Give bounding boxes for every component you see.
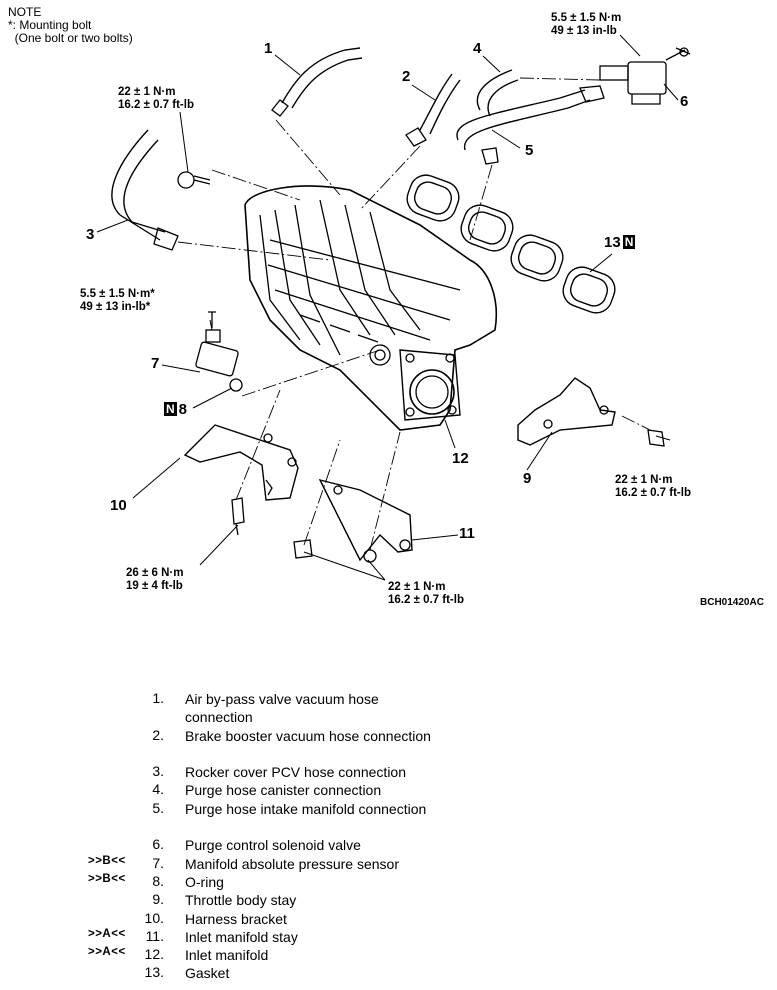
purge-hoses-drawing <box>456 69 605 165</box>
service-ref: >>A<< <box>88 946 126 959</box>
part-number: 10. <box>144 909 164 926</box>
part-name: Throttle body stay <box>185 892 297 909</box>
list-item: 4. Purge hose canister connection <box>0 781 777 799</box>
new-part-badge-8: N <box>164 402 177 416</box>
part-number: 7. <box>152 854 164 871</box>
part-number: 11. <box>145 927 164 944</box>
service-ref: >>A<< <box>88 927 126 940</box>
part-number: 1. <box>152 690 164 706</box>
part-number: 6. <box>152 836 164 853</box>
note-line-1: *: Mounting bolt <box>8 18 92 32</box>
note-line-2: (One bolt or two bolts) <box>8 31 133 45</box>
callout-leaders <box>96 34 679 581</box>
list-item: >>A<< 11. Inlet manifold stay <box>0 928 777 946</box>
map-sensor-7-drawing <box>195 311 243 392</box>
part-number: 2. <box>152 726 164 743</box>
part-name: Rocker cover PCV hose connection <box>185 764 406 781</box>
part-number: 8. <box>152 872 164 889</box>
callout-7: 7 <box>151 355 160 372</box>
part-number: 5. <box>152 799 164 816</box>
callout-11: 11 <box>459 525 475 542</box>
torque-throttle-stay: 22 ± 1 N·m 16.2 ± 0.7 ft-lb <box>615 474 691 499</box>
assembly-leader-lines <box>177 77 651 551</box>
part-name: Inlet manifold stay <box>185 928 298 945</box>
part-number: 13. <box>144 964 164 981</box>
part-number: 4. <box>152 781 164 798</box>
torque-harness-bracket: 26 ± 6 N·m 19 ± 4 ft-lb <box>126 567 184 592</box>
figure-code: BCH01420AC <box>700 597 764 608</box>
list-item: 6. Purge control solenoid valve <box>0 836 777 854</box>
callout-8: 8 <box>178 401 188 418</box>
torque-manifold-stay: 22 ± 1 N·m 16.2 ± 0.7 ft-lb <box>388 581 464 606</box>
new-part-badge-13: N <box>622 235 636 249</box>
callout-2: 2 <box>402 68 411 85</box>
harness-bracket-10-drawing <box>183 424 299 536</box>
callout-1: 1 <box>264 40 273 57</box>
part-name: Harness bracket <box>185 910 287 927</box>
list-item: 3. Rocker cover PCV hose connection <box>0 763 777 781</box>
service-ref: >>B<< <box>88 872 126 885</box>
callout-9: 9 <box>523 470 532 487</box>
upper-bolt-drawing <box>177 171 211 189</box>
part-name: Air by-pass valve vacuum hose connection <box>185 691 379 726</box>
throttle-body-stay-9-drawing <box>517 377 665 447</box>
torque-solenoid-valve: 5.5 ± 1.5 N·m 49 ± 13 in-lb <box>551 12 622 37</box>
hose-2-drawing <box>405 73 461 147</box>
callout-4: 4 <box>473 40 482 57</box>
hose-3-drawing <box>111 129 179 251</box>
parts-list: 1. Air by-pass valve vacuum hose connect… <box>0 690 777 983</box>
list-item: 2. Brake booster vacuum hose connection <box>0 727 777 764</box>
list-item: 13. Gasket <box>0 964 777 982</box>
callout-10: 10 <box>110 497 127 514</box>
torque-upper-bolt: 22 ± 1 N·m 16.2 ± 0.7 ft-lb <box>118 86 194 111</box>
part-name: Gasket <box>185 965 230 982</box>
note-block: NOTE *: Mounting bolt (One bolt or two b… <box>8 6 133 45</box>
part-name: Purge control solenoid valve <box>185 837 361 854</box>
callout-6: 6 <box>680 93 689 110</box>
part-number: 3. <box>152 763 164 780</box>
gaskets-13-drawing <box>406 174 616 314</box>
inlet-manifold-12-drawing <box>244 185 498 431</box>
list-item: >>B<< 7. Manifold absolute pressure sens… <box>0 855 777 873</box>
callout-12: 12 <box>452 450 469 467</box>
callout-13: 13 <box>604 234 621 251</box>
part-number: 9. <box>152 891 164 908</box>
list-item: 1. Air by-pass valve vacuum hose connect… <box>0 690 777 727</box>
part-name: O-ring <box>185 873 224 890</box>
list-item: >>A<< 12. Inlet manifold <box>0 946 777 964</box>
part-name: Brake booster vacuum hose connection <box>185 727 431 744</box>
exploded-diagram: NOTE *: Mounting bolt (One bolt or two b… <box>8 6 764 609</box>
part-name: Purge hose intake manifold connection <box>185 800 427 817</box>
note-title: NOTE <box>8 5 42 19</box>
part-number: 12. <box>144 946 164 963</box>
part-name: Inlet manifold <box>185 947 269 964</box>
callout-3: 3 <box>86 226 95 243</box>
solenoid-valve-6-drawing <box>599 47 691 105</box>
part-name: Purge hose canister connection <box>185 782 382 799</box>
list-item: 10. Harness bracket <box>0 910 777 928</box>
service-ref: >>B<< <box>88 854 126 867</box>
list-item: 9. Throttle body stay <box>0 891 777 909</box>
part-name: Manifold absolute pressure sensor <box>185 855 400 872</box>
callout-5: 5 <box>525 142 534 159</box>
hose-1-drawing <box>271 47 363 117</box>
list-item: >>B<< 8. O-ring <box>0 873 777 891</box>
list-item: 5. Purge hose intake manifold connection <box>0 800 777 837</box>
diagram-artwork <box>96 34 691 581</box>
inlet-manifold-stay-11-drawing <box>293 478 413 563</box>
torque-map-sensor: 5.5 ± 1.5 N·m* 49 ± 13 in-lb* <box>80 288 155 313</box>
